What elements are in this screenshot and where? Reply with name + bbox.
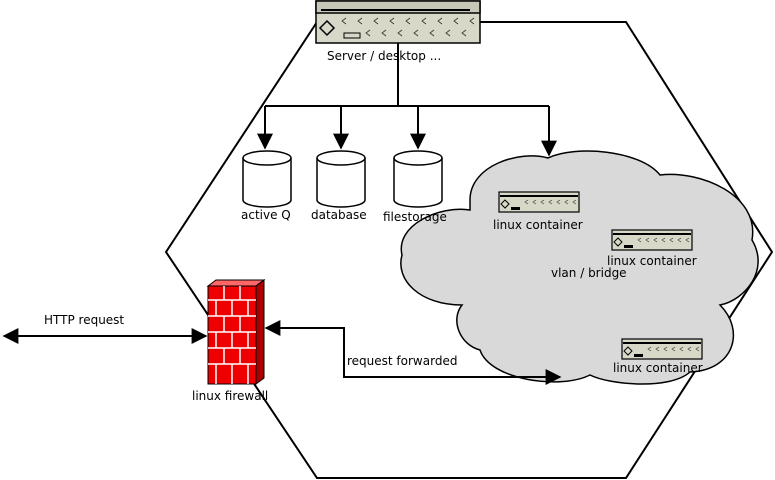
request-forwarded-arrow [264,320,562,385]
linux-container-icon [621,338,703,360]
server-desktop-icon [315,0,481,44]
server-label: Server / desktop ... [327,49,441,63]
request-forwarded-label: request forwarded [347,354,457,368]
database-label: database [311,208,367,222]
http-request-label: HTTP request [44,313,124,327]
active-q-cylinder-icon [242,150,292,208]
linux-container-icon [498,191,580,213]
linux-container-label: linux container [493,218,583,232]
linux-container-label: linux container [607,254,697,268]
firewall-label: linux firewall [192,389,268,403]
firewall-icon [206,279,266,385]
host-boundary-hexagon [164,21,774,479]
linux-container-label: linux container [613,361,703,375]
filestorage-label: filestorage [383,210,447,224]
distribution-arrows [257,43,557,157]
active-q-label: active Q [241,208,291,222]
linux-container-icon [611,229,693,251]
database-cylinder-icon [316,150,366,208]
cloud-label: vlan / bridge [551,266,627,280]
filestorage-cylinder-icon [393,150,443,208]
